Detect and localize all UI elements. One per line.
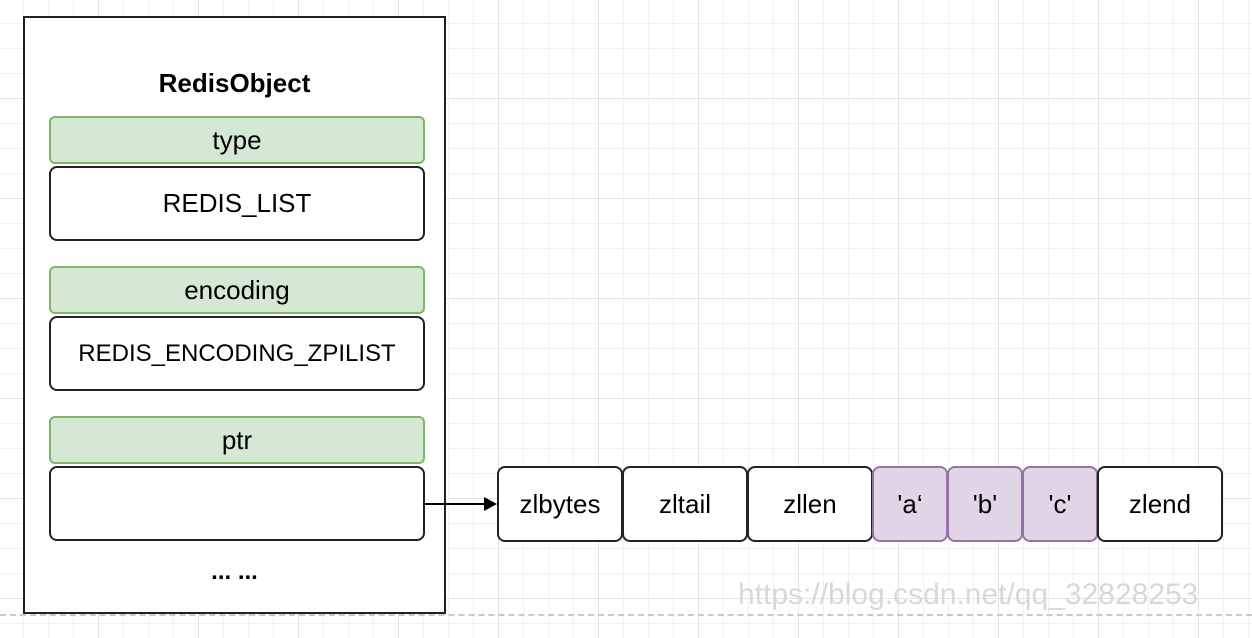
type-value: REDIS_LIST — [49, 166, 425, 241]
ptr-label: ptr — [49, 416, 425, 464]
ziplist-zltail: zltail — [622, 466, 748, 542]
encoding-label: encoding — [49, 266, 425, 314]
redis-object-panel: RedisObject type REDIS_LIST encoding RED… — [23, 16, 446, 614]
watermark-text: https://blog.csdn.net/qq_32828253 — [738, 578, 1199, 611]
ziplist-zllen: zllen — [747, 466, 873, 542]
ziplist-entry-c: 'c' — [1022, 466, 1098, 542]
ziplist-entry-a: 'a‘ — [872, 466, 948, 542]
more-fields-ellipsis: ... ... — [211, 558, 258, 585]
ziplist-zlbytes: zlbytes — [497, 466, 623, 542]
redis-object-title: RedisObject — [158, 68, 311, 98]
page-dashed-border — [0, 614, 1252, 616]
ziplist-zlend: zlend — [1097, 466, 1223, 542]
ptr-arrow-head — [484, 497, 497, 511]
ziplist-entry-b: 'b' — [947, 466, 1023, 542]
encoding-value: REDIS_ENCODING_ZPILIST — [49, 316, 425, 391]
type-label: type — [49, 116, 425, 164]
ptr-value — [49, 466, 425, 541]
